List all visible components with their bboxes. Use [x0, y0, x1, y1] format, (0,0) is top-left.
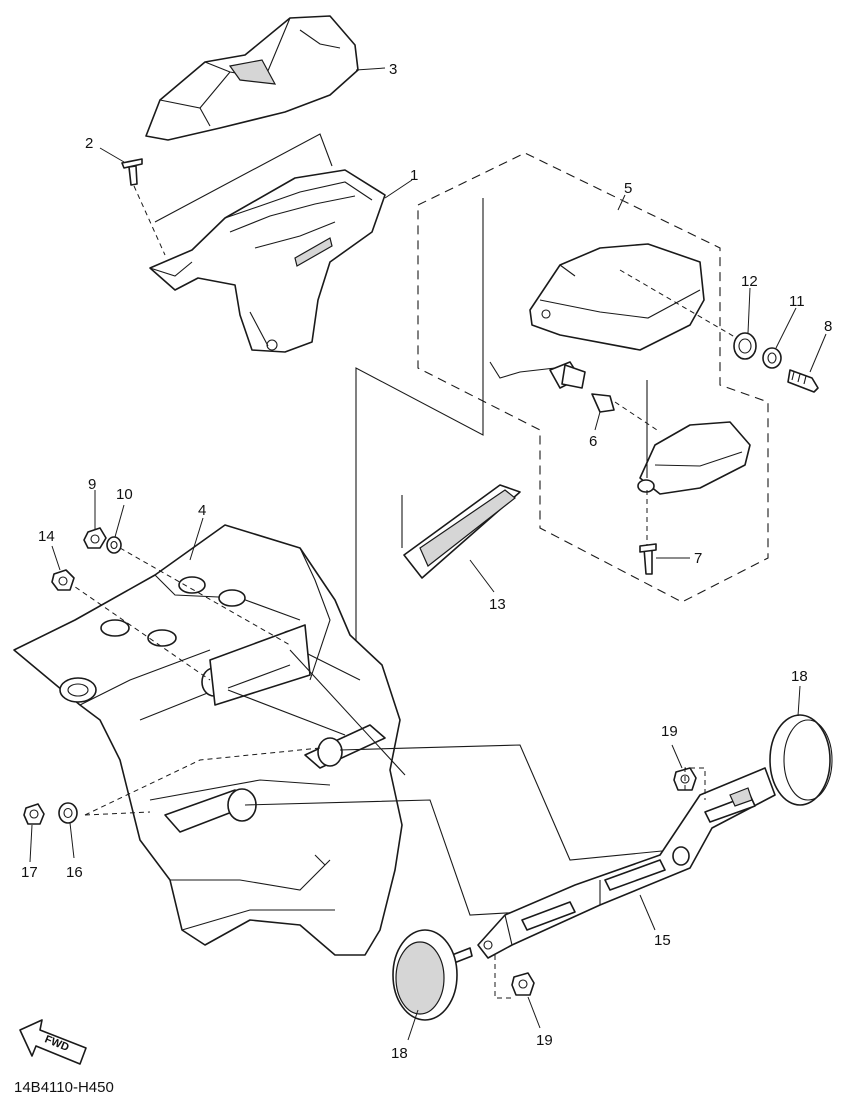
callout-4: 4 [198, 502, 206, 519]
callout-leaders [29, 67, 827, 1041]
part-17-nut [23, 803, 45, 825]
assembly-guide-1-3 [154, 133, 333, 223]
assembly-guide-4 [227, 689, 346, 736]
leader-16-17 [84, 747, 321, 816]
fwd-arrow-icon: FWD [19, 1019, 87, 1065]
part-16-washer [58, 802, 78, 824]
leader-14 [67, 581, 211, 681]
part-19-nut-lower [494, 955, 535, 999]
callout-18-left: 18 [391, 1045, 408, 1062]
part-13-reflector [401, 484, 521, 579]
callout-1: 1 [410, 167, 418, 184]
part-18-round-reflector-right [769, 714, 833, 806]
assembly-guide-13 [289, 649, 406, 776]
part-5-turn-signal-upper [529, 243, 741, 351]
callout-13: 13 [489, 596, 506, 613]
callout-labels: 1 2 3 4 5 6 7 8 9 10 11 12 13 14 15 16 1… [21, 61, 832, 1062]
callout-10: 10 [116, 486, 133, 503]
diagram-code: 14B4110-H450 [14, 1079, 114, 1096]
callout-15: 15 [654, 932, 671, 949]
part-1-tail-cowl [149, 169, 386, 353]
assembly-guide-lens [355, 198, 484, 680]
part-10-washer [106, 536, 122, 554]
part-7-screw [639, 543, 657, 575]
part-8-bolt [787, 369, 819, 393]
assembly-boundary-5 [417, 152, 769, 603]
callout-9: 9 [88, 476, 96, 493]
callout-12: 12 [741, 273, 758, 290]
part-19-nut-upper [673, 767, 706, 800]
part-18-round-reflector-left [392, 929, 458, 1021]
part-15-reflector-stay [477, 767, 776, 959]
callout-2: 2 [85, 135, 93, 152]
callout-7: 7 [694, 550, 702, 567]
callout-5: 5 [624, 180, 632, 197]
leader-9-10 [119, 547, 291, 646]
callout-18-right: 18 [791, 668, 808, 685]
assembly-guide-15a [339, 744, 673, 861]
callout-6: 6 [589, 433, 597, 450]
part-5-turn-signal-lower [637, 380, 751, 546]
part-3-seat-cowl [145, 15, 359, 141]
part-4-license-bracket [13, 524, 403, 956]
leader-16-17b [84, 811, 151, 816]
callout-11: 11 [789, 293, 805, 310]
callout-19-lower: 19 [536, 1032, 553, 1049]
part-12-grommet [733, 332, 757, 360]
part-11-collar [762, 347, 782, 369]
callout-16: 16 [66, 864, 83, 881]
callout-8: 8 [824, 318, 832, 335]
callout-14: 14 [38, 528, 55, 545]
callout-19-upper: 19 [661, 723, 678, 740]
part-6-bulb-socket [489, 361, 661, 433]
part-14-nut [51, 569, 75, 591]
callout-3: 3 [389, 61, 397, 78]
callout-17: 17 [21, 864, 38, 881]
part-9-nut [83, 527, 107, 549]
part-2-screw [121, 158, 166, 256]
